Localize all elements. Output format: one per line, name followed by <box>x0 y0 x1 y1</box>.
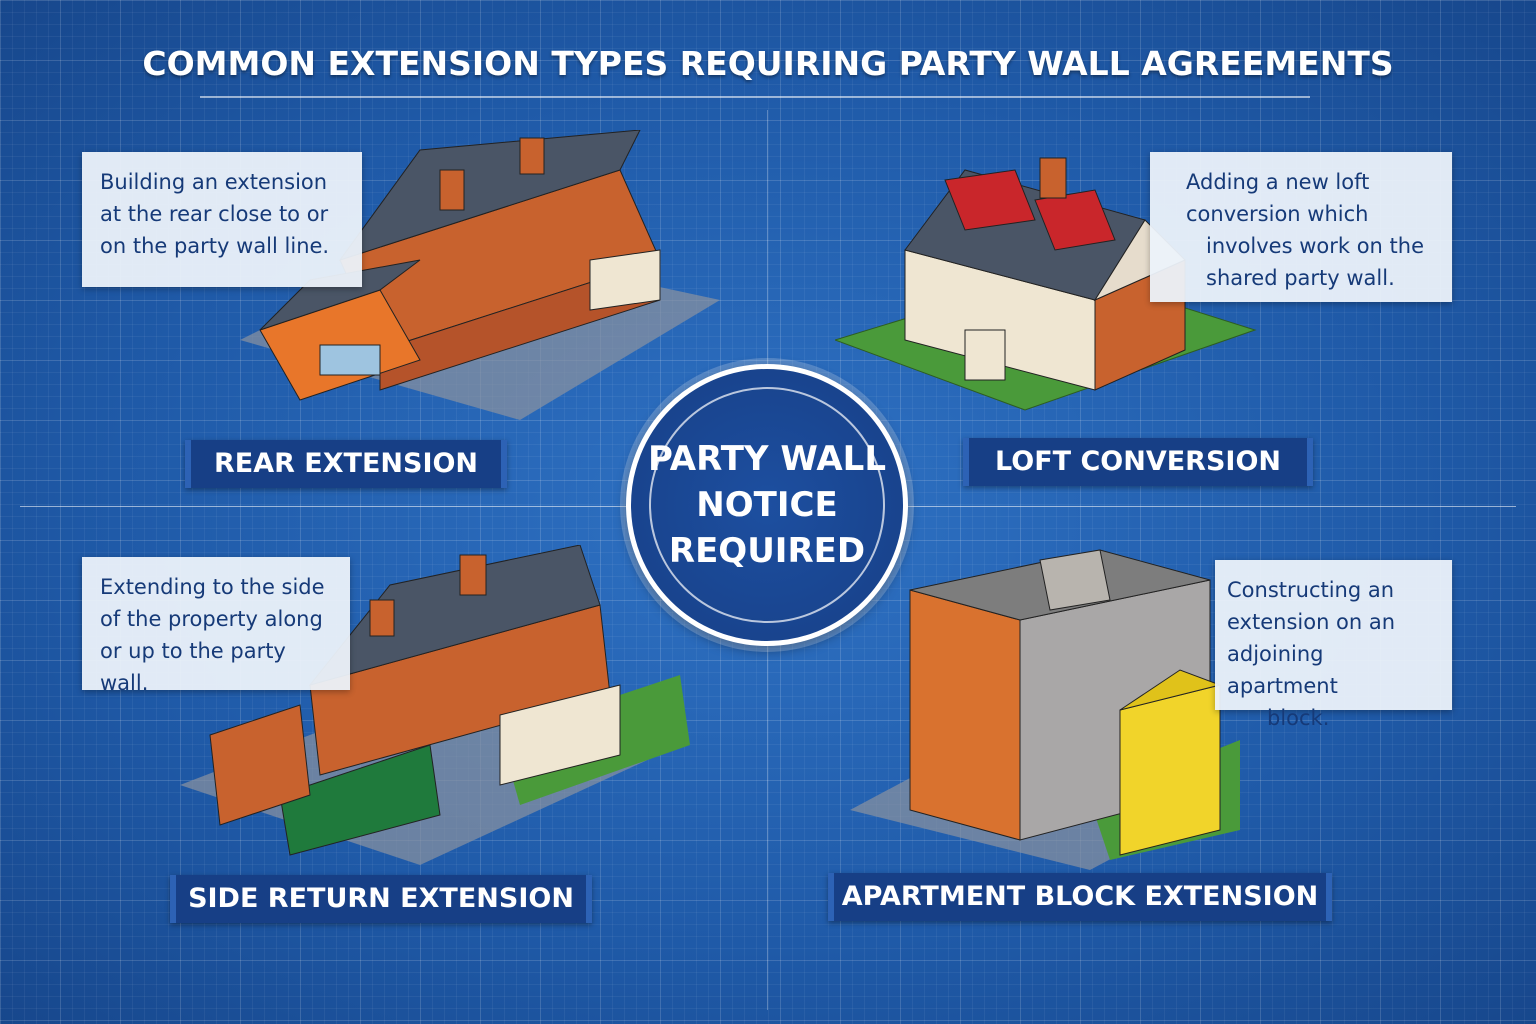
loft-conversion-illustration <box>835 157 1257 411</box>
rear-extension-label: REAR EXTENSION <box>185 440 507 488</box>
description-line: adjoining apartment <box>1227 642 1338 698</box>
description-line: Adding a new loft <box>1186 170 1370 194</box>
rear-extension-description: Building an extension at the rear close … <box>82 152 362 287</box>
side-return-description: Extending to the side of the property al… <box>82 557 350 695</box>
description-line: Building an extension <box>100 170 328 194</box>
apartment-block-description: Constructing an extension on an adjoinin… <box>1215 560 1452 730</box>
apartment-block-extension-illustration <box>850 549 1240 870</box>
loft-conversion-description: Adding a new loft conversion which invol… <box>1150 152 1452 302</box>
apartment-block-extension-label: APARTMENT BLOCK EXTENSION <box>828 873 1332 921</box>
description-line: Extending to the side <box>100 575 325 599</box>
side-return-extension-label: SIDE RETURN EXTENSION <box>170 875 592 923</box>
party-wall-notice-seal: PARTY WALL NOTICE REQUIRED <box>626 364 908 646</box>
description-line: shared party wall. <box>1206 266 1395 290</box>
description-line: Constructing an <box>1227 578 1395 602</box>
description-line: at the rear close to or <box>100 202 329 226</box>
description-line: on the party wall line. <box>100 234 330 258</box>
page-title: COMMON EXTENSION TYPES REQUIRING PARTY W… <box>142 44 1394 83</box>
description-line: conversion which <box>1186 202 1369 226</box>
description-line: block. <box>1267 706 1330 730</box>
loft-conversion-label: LOFT CONVERSION <box>963 438 1313 486</box>
description-line: involves work on the <box>1206 234 1425 258</box>
description-line: of the property along <box>100 607 323 631</box>
seal-inner-ring <box>649 387 885 623</box>
description-line: or up to the party wall. <box>100 639 286 695</box>
description-line: extension on an <box>1227 610 1396 634</box>
title-divider <box>200 96 1310 98</box>
side-return-extension-illustration <box>180 545 690 865</box>
